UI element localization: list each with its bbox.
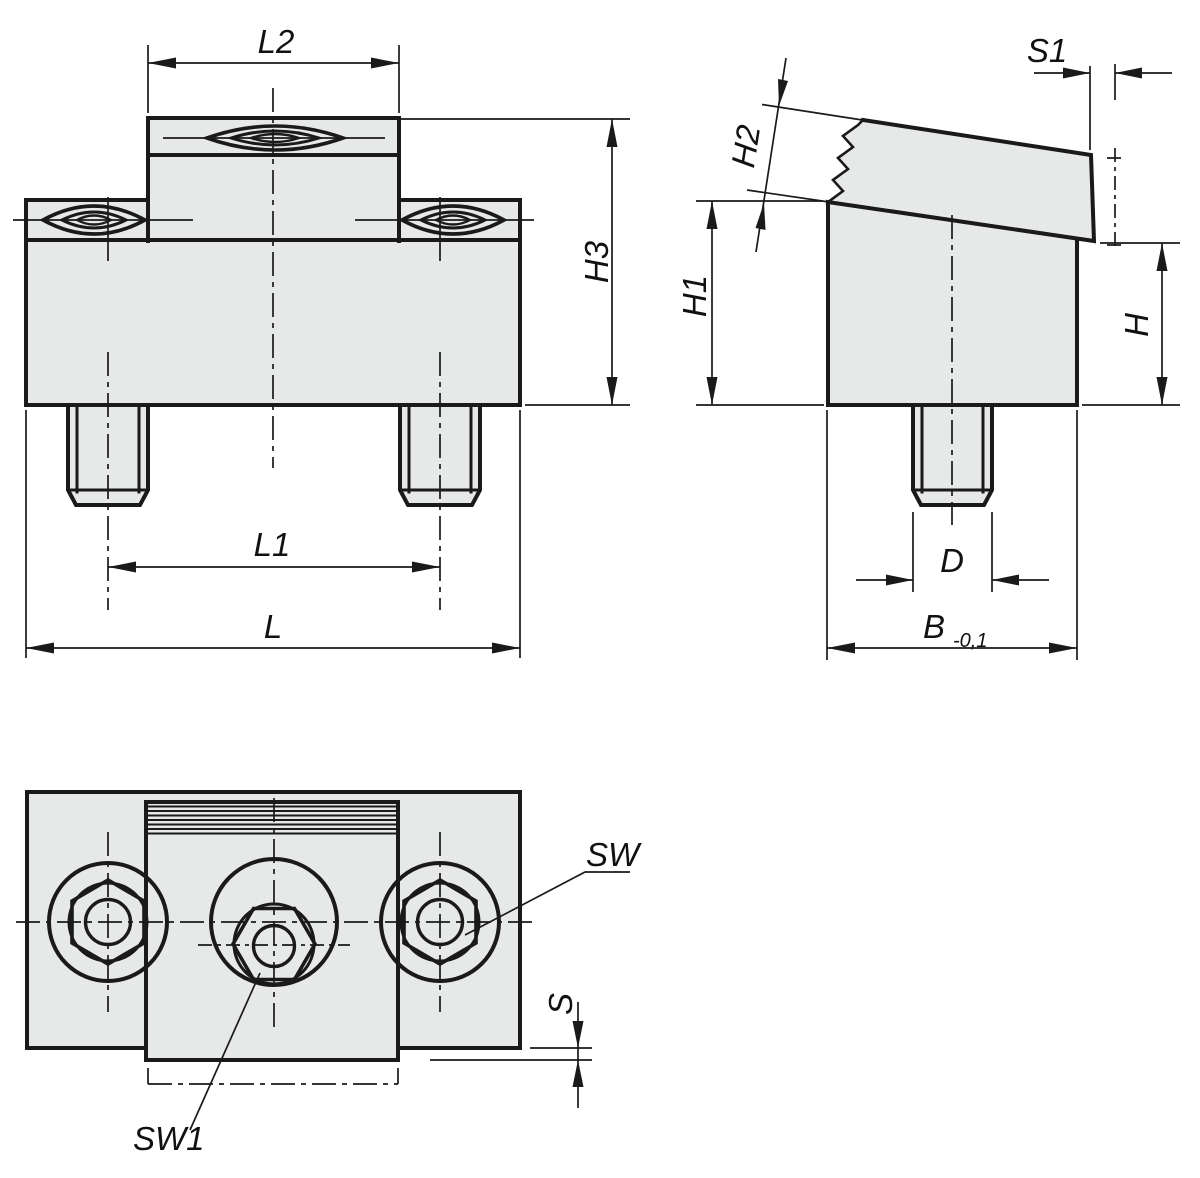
top-body-outline xyxy=(25,790,522,1050)
label-b-tolerance: -0,1 xyxy=(953,630,987,652)
label-l2: L2 xyxy=(258,23,295,60)
top-jaw-plate-outline xyxy=(144,800,400,1062)
top-view: S SW SW1 xyxy=(16,790,642,1157)
nut-hexagon xyxy=(230,906,318,982)
leader-sw: SW xyxy=(464,836,642,936)
label-h1: H1 xyxy=(676,275,713,317)
side-body-outline xyxy=(826,200,1079,407)
label-h2: H2 xyxy=(724,122,767,169)
side-jaw-plate-outline xyxy=(825,117,1097,244)
top-jaw-plate-face xyxy=(146,802,398,1060)
side-stud-thread xyxy=(911,403,994,494)
dimension-h3: H3 xyxy=(399,118,630,406)
label-h: H xyxy=(1118,313,1155,337)
dimension-b: B -0,1 xyxy=(826,410,1078,660)
dimension-s: S xyxy=(430,993,592,1108)
dimension-l1: L1 xyxy=(108,526,440,573)
dimension-h: H xyxy=(1082,242,1180,406)
label-s1: S1 xyxy=(1027,32,1067,69)
lens-crosshair xyxy=(13,197,193,261)
top-serration-lines xyxy=(146,805,398,835)
dimension-l: L xyxy=(25,410,521,658)
label-l1: L1 xyxy=(254,526,291,563)
side-view: S1 H2 H1 H D xyxy=(676,32,1180,660)
label-sw1: SW1 xyxy=(133,1120,205,1157)
side-jaw-plate-breakline xyxy=(826,118,865,204)
lens-crosshair xyxy=(355,197,534,261)
bracket-ticks xyxy=(147,1068,399,1084)
side-reference-ticks xyxy=(1107,64,1121,246)
label-s: S xyxy=(542,993,579,1015)
dimension-d: D xyxy=(856,512,1049,592)
dimension-h1: H1 xyxy=(676,200,824,406)
leader-sw1: SW1 xyxy=(133,972,261,1157)
label-sw: SW xyxy=(586,836,642,873)
dimension-h2: H2 xyxy=(724,57,873,253)
lens-washer-right-icon xyxy=(355,197,534,261)
label-l: L xyxy=(264,608,282,645)
lens-washer-center-icon xyxy=(163,124,385,152)
dimension-s1: S1 xyxy=(1027,32,1172,150)
dimension-l2: L2 xyxy=(147,23,400,113)
label-b: B xyxy=(923,608,945,645)
front-view: L2 H3 L1 L xyxy=(13,23,630,658)
label-d: D xyxy=(940,542,964,579)
label-h3: H3 xyxy=(578,240,615,283)
lens-washer-left-icon xyxy=(13,197,193,261)
